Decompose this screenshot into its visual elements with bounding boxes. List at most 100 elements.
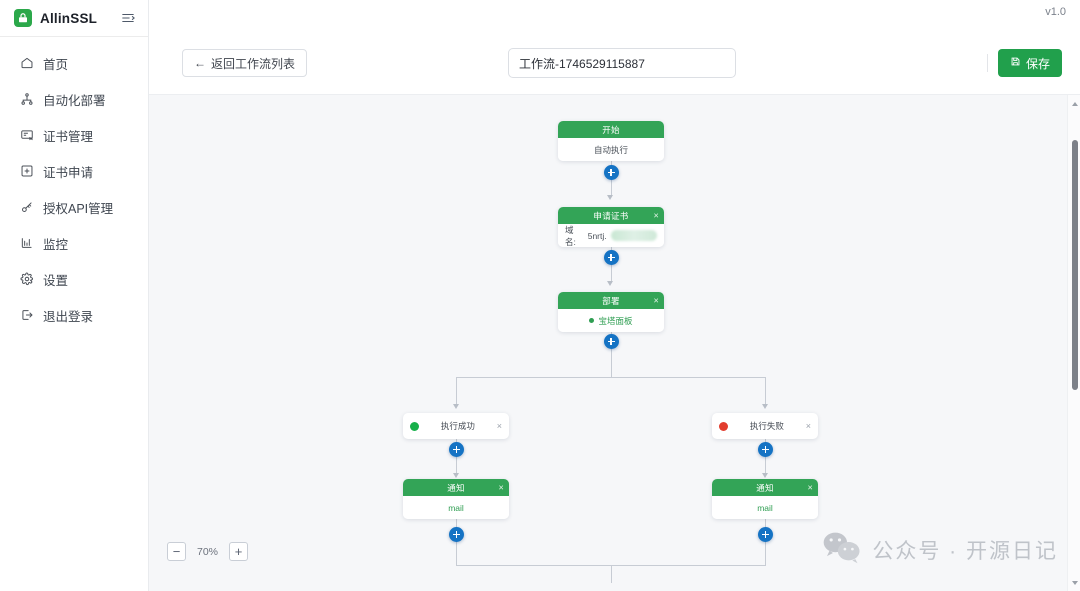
arrow-start-apply [607,195,613,200]
node-body-label: 域名: [565,224,576,247]
arrow-left-icon: ← [194,56,206,70]
node-deploy[interactable]: 部署 × 宝塔面板 [558,292,664,332]
sidebar-item-api-manage[interactable]: 授权API管理 [0,189,148,225]
node-title: 开始 [602,124,620,135]
arrow-success-notify [452,473,459,478]
top-strip [149,0,1080,31]
add-node-button-after-failure[interactable] [758,442,773,457]
workflow-name-input[interactable] [508,48,736,78]
sidebar-item-label: 授权API管理 [43,201,114,216]
edge-branch-right-drop [765,377,766,406]
logout-icon [19,308,34,323]
edge-failure-notify [765,439,766,475]
sidebar-item-label: 设置 [43,273,69,288]
arrow-branch-right [761,404,768,409]
sidebar: AllinSSL 首页 [0,0,149,591]
close-icon[interactable]: × [805,420,811,431]
branch-label: 执行失败 [749,421,784,431]
close-icon[interactable]: × [807,482,813,492]
arrow-branch-left [452,404,459,409]
node-title: 通知 [756,482,774,493]
close-icon[interactable]: × [653,210,659,220]
node-body: 自动执行 [558,138,664,161]
node-title: 通知 [447,482,465,493]
sidebar-item-cert-manage[interactable]: 证书管理 [0,117,148,153]
edge-deploy-split [610,332,612,377]
add-node-button-after-deploy[interactable] [603,334,619,349]
back-to-workflow-list-button[interactable]: ← 返回工作流列表 [182,49,308,77]
arrow-apply-deploy [607,281,613,286]
edge-notify-success-merge [456,519,457,566]
edge-notify-failure-merge [765,519,766,566]
arrow-failure-notify [761,473,768,478]
node-notify-failure[interactable]: 通知 × mail [712,479,818,519]
sidebar-item-label: 监控 [43,237,69,252]
close-icon[interactable]: × [653,295,659,305]
zoom-out-button[interactable]: − [167,542,186,561]
home-icon [19,56,34,71]
lock-icon [14,9,32,27]
node-notify-success[interactable]: 通知 × mail [403,479,509,519]
node-title: 申请证书 [593,210,629,221]
caret-up-icon[interactable] [1068,97,1080,110]
close-icon[interactable]: × [496,420,502,431]
workflow-canvas[interactable]: 开始 自动执行 申请证书 × 域名: [149,94,1080,591]
version-label: v1.0 [1045,6,1066,18]
add-node-button-after-success[interactable] [449,442,464,457]
failure-dot-icon [719,421,728,431]
node-branch-failure[interactable]: 执行失败 × [712,413,818,439]
brand-name: AllinSSL [40,10,98,26]
node-body-value: 5nrtj. [587,230,607,241]
caret-down-icon[interactable] [1068,576,1080,589]
toolbar-right-group: 保存 [986,49,1062,77]
canvas-vertical-scrollbar[interactable] [1067,95,1080,591]
node-branch-success[interactable]: 执行成功 × [403,413,509,439]
redacted-domain-mask [610,230,657,241]
back-button-label: 返回工作流列表 [211,56,296,71]
node-header: 部署 × [558,292,664,309]
zoom-in-button[interactable]: + [229,542,249,561]
add-node-button-after-notify-failure[interactable] [758,527,773,542]
edge-branch-left-drop [456,377,457,406]
menu-collapse-icon[interactable] [120,10,136,26]
node-start[interactable]: 开始 自动执行 [558,121,664,161]
edge-merge-tail [610,565,612,583]
certificate-icon [19,128,34,143]
save-button[interactable]: 保存 [997,49,1062,77]
sidebar-item-logout[interactable]: 退出登录 [0,297,148,333]
add-node-button-after-notify-success[interactable] [449,527,464,542]
sidebar-item-label: 证书申请 [43,165,94,180]
monitor-icon [19,236,34,251]
close-icon[interactable]: × [498,482,504,492]
node-body-text: mail [448,502,464,513]
sidebar-item-cert-apply[interactable]: 证书申请 [0,153,148,189]
edge-branch-split-bar [456,377,765,378]
main-pane: v1.0 ← 返回工作流列表 保存 [149,0,1080,591]
node-header: 开始 [558,121,664,138]
sidebar-item-home[interactable]: 首页 [0,45,148,81]
node-body-text: 宝塔面板 [598,315,633,326]
node-header: 通知 × [712,479,818,496]
sidebar-item-label: 首页 [43,57,69,72]
sidebar-item-auto-deploy[interactable]: 自动化部署 [0,81,148,117]
sidebar-item-label: 退出登录 [43,309,94,324]
node-apply-certificate[interactable]: 申请证书 × 域名: 5nrtj. [558,207,664,247]
toolbar-divider [986,54,988,72]
branch-label: 执行成功 [440,421,475,431]
status-dot-icon [589,318,595,323]
sidebar-item-monitor[interactable]: 监控 [0,225,148,261]
edge-apply-deploy [610,247,612,283]
add-node-button-after-apply[interactable] [603,250,619,265]
scrollbar-thumb[interactable] [1071,140,1078,390]
zoom-level-label: 70% [197,545,219,558]
add-node-button-after-start[interactable] [603,165,619,180]
sidebar-item-settings[interactable]: 设置 [0,261,148,297]
canvas-zoom-controls: − 70% + [167,542,249,561]
node-body: mail [403,496,509,519]
sidebar-item-label: 自动化部署 [43,93,106,108]
sitemap-icon [19,92,34,107]
node-body: mail [712,496,818,519]
node-body: 域名: 5nrtj. [558,224,664,247]
workflow-toolbar: ← 返回工作流列表 保存 [149,31,1080,94]
